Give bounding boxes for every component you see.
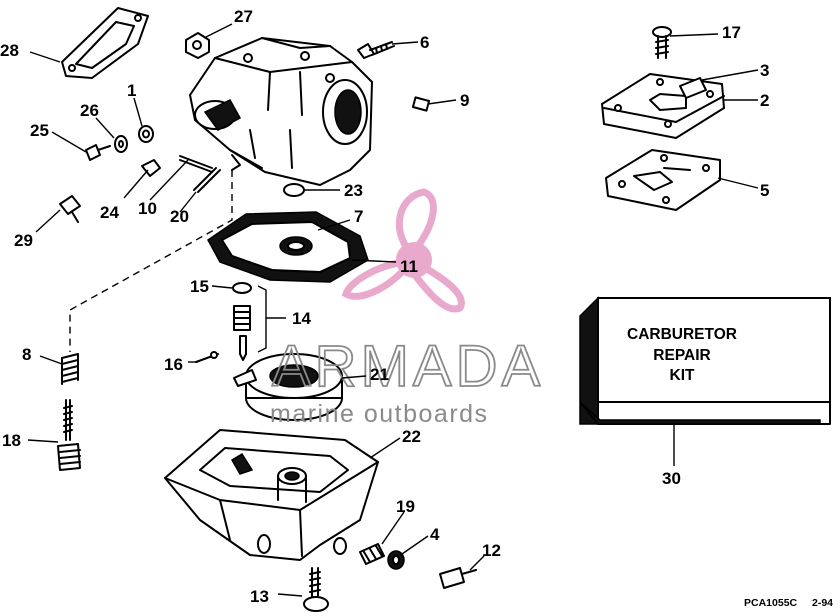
callout-7: 7 [354, 207, 363, 226]
part-1-lockwasher [138, 125, 154, 143]
callout-9: 9 [460, 91, 469, 110]
part-16-pin [195, 351, 219, 363]
part-callouts: 27 28 6 17 3 2 1 26 25 9 24 10 20 23 5 2… [0, 7, 769, 606]
kit-label-line1: CARBURETOR [627, 326, 737, 343]
part-3-valve [679, 77, 707, 99]
part-6-screw [357, 41, 395, 59]
part-23-oring [283, 183, 305, 197]
kit-label-line3: KIT [670, 367, 696, 384]
callout-17: 17 [722, 23, 741, 42]
callout-13: 13 [250, 587, 269, 606]
drawing-revision: 2-94 [812, 597, 833, 609]
callout-23: 23 [344, 181, 363, 200]
part-7-gasket [207, 211, 369, 283]
callout-8: 8 [22, 345, 31, 364]
kit-label-line2: REPAIR [653, 347, 710, 364]
callout-26: 26 [80, 101, 99, 120]
callout-28: 28 [0, 41, 19, 60]
callout-4: 4 [430, 525, 440, 544]
callout-22: 22 [402, 427, 421, 446]
part-15-ring [232, 282, 252, 294]
callout-27: 27 [234, 7, 253, 26]
callout-10: 10 [138, 199, 157, 218]
part-13-screw [303, 567, 329, 612]
assembly-guide-line [69, 170, 233, 352]
carburetor-body [189, 37, 373, 186]
part-22-float-bowl [164, 429, 379, 561]
part-5-diaphragm [605, 149, 721, 211]
part-2-cover [601, 73, 725, 139]
callout-29: 29 [14, 231, 33, 250]
watermark-brand: ARMADA [272, 334, 544, 399]
callout-15: 15 [190, 277, 209, 296]
callout-6: 6 [420, 33, 429, 52]
part-18-mixture-screw [57, 399, 81, 471]
leader-lines [27, 23, 759, 597]
part-12-drain-screw [439, 567, 477, 589]
part-9-plug [411, 96, 431, 112]
callout-3: 3 [760, 61, 769, 80]
propeller-logo [341, 188, 465, 313]
drawing-code: PCA1055C [744, 597, 798, 609]
part-17-screw [652, 26, 672, 59]
part-25-screw [85, 144, 111, 161]
part-4-washer [387, 550, 405, 570]
part-29-fitting [59, 195, 81, 223]
part-8-spring [61, 353, 79, 385]
callout-30: 30 [662, 469, 681, 488]
part-21-float [233, 353, 343, 421]
callout-18: 18 [2, 431, 21, 450]
part-28-gasket [61, 7, 149, 79]
callout-1: 1 [127, 81, 136, 100]
callout-20: 20 [170, 207, 189, 226]
watermark-tagline: marine outboards [270, 400, 489, 428]
callout-2: 2 [760, 91, 769, 110]
callout-24: 24 [100, 203, 119, 222]
part-19-jet [359, 543, 385, 565]
callout-19: 19 [396, 497, 415, 516]
callout-11: 11 [400, 257, 418, 276]
part-14-needle-seat [233, 285, 267, 361]
callout-25: 25 [30, 121, 49, 140]
part-27-nut [185, 32, 210, 59]
part-20-shaft [193, 167, 221, 193]
callout-21: 21 [370, 365, 389, 384]
part-26-washer [114, 135, 128, 153]
watermark [341, 188, 465, 313]
part-30-repair-kit-box: CARBURETOR REPAIR KIT [579, 296, 831, 425]
callout-12: 12 [482, 541, 501, 560]
callout-5: 5 [760, 181, 769, 200]
callout-16: 16 [164, 355, 183, 374]
part-24-clip [141, 159, 161, 177]
callout-14: 14 [292, 309, 311, 328]
